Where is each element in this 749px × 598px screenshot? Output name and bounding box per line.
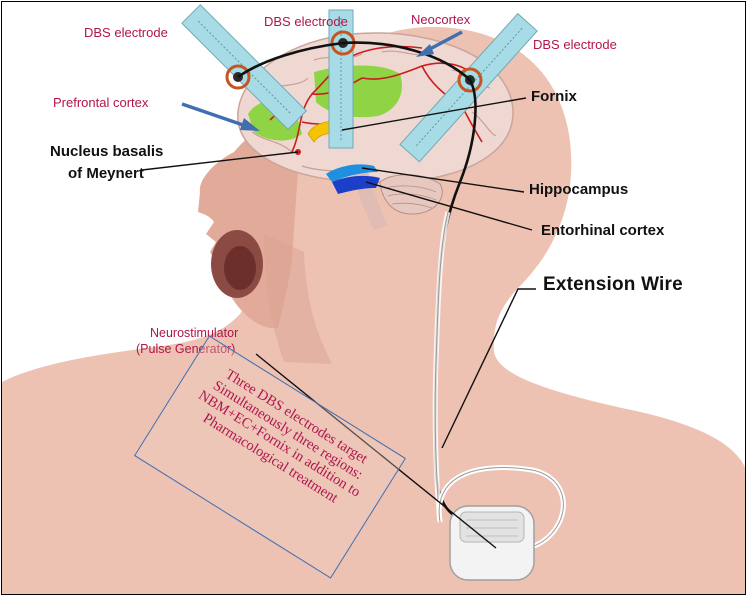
label-neurostimulator-line2: (Pulse Generator) (136, 342, 236, 356)
label-entorhinal-cortex: Entorhinal cortex (541, 222, 665, 239)
entorhinal-region (332, 175, 380, 194)
label-dbs-electrode-right: DBS electrode (533, 37, 617, 52)
label-extension-wire: Extension Wire (543, 274, 683, 295)
electrode-ring-left (225, 64, 251, 90)
hippocampus-leader (361, 167, 525, 193)
arrow-neocortex (416, 30, 463, 57)
nbm-leader (141, 151, 299, 171)
neurostimulator (449, 505, 535, 581)
label-neocortex: Neocortex (411, 12, 471, 27)
lead-wire-loop (237, 41, 471, 81)
green-region-parietal (314, 65, 402, 118)
entorhinal-leader (365, 181, 533, 231)
body-silhouette (2, 27, 745, 594)
label-neurostimulator-line1: Neurostimulator (150, 326, 239, 340)
label-dbs-electrode-center: DBS electrode (264, 14, 348, 29)
leader-lines (141, 97, 536, 549)
label-fornix: Fornix (531, 88, 577, 105)
label-dbs-electrode-left: DBS electrode (84, 25, 168, 40)
neurostimulator-leader (255, 353, 497, 549)
electrode-ring-right (457, 67, 483, 93)
label-nbm-line2: of Meynert (68, 165, 144, 182)
label-nbm-line1: Nucleus basalis (50, 143, 164, 160)
arrow-prefrontal (181, 102, 260, 131)
label-prefrontal-cortex: Prefrontal cortex (53, 95, 149, 110)
fornix-leader (341, 97, 527, 131)
label-hippocampus: Hippocampus (529, 181, 629, 198)
neck-shade (264, 234, 332, 364)
extension-wire-leader (441, 288, 536, 449)
